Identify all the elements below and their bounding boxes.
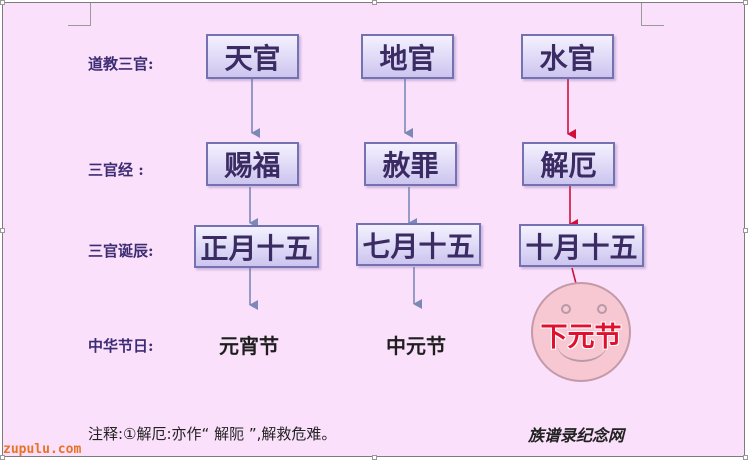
source-label: 族谱录纪念网	[528, 426, 625, 445]
box-tianguan: 天官	[206, 34, 299, 79]
resize-handle-top-left[interactable]	[0, 0, 5, 5]
box-shuiguan: 水官	[521, 34, 614, 79]
box-cifu: 赐福	[206, 142, 299, 186]
box-zhengyue-shiwu: 正月十五	[194, 225, 319, 268]
left-eye	[561, 304, 571, 314]
resize-handle-middle-right[interactable]	[743, 228, 748, 233]
festival-xiayuan: 下元节	[540, 322, 622, 353]
smiley-face-highlight: 下元节	[531, 282, 631, 382]
box-shiyue-shiwu: 十月十五	[519, 224, 644, 267]
resize-handle-bottom-center[interactable]	[372, 455, 377, 460]
crop-mark-top-right	[641, 3, 664, 26]
resize-handle-bottom-right[interactable]	[743, 455, 748, 460]
box-shezui: 赦罪	[364, 142, 457, 186]
resize-handle-top-right[interactable]	[743, 0, 748, 5]
festival-zhongyuan: 中元节	[386, 334, 446, 358]
resize-handle-middle-left[interactable]	[0, 228, 5, 233]
crop-mark-top-left	[68, 3, 91, 26]
right-eye	[597, 304, 607, 314]
row-label-birthdays: 三官诞辰:	[88, 242, 154, 260]
box-jiee: 解厄	[522, 142, 615, 186]
box-diguan: 地官	[361, 34, 454, 79]
row-label-officials: 道教三官:	[88, 55, 154, 73]
smile-mouth	[557, 326, 607, 362]
watermark: zupulu.com	[3, 442, 82, 457]
festival-yuanxiao: 元宵节	[219, 334, 279, 358]
resize-handle-top-center[interactable]	[372, 0, 377, 5]
row-label-scriptures: 三官经 :	[88, 161, 144, 179]
footnote: 注释:①解厄:亦作“ 解阨 ”,解救危难。	[88, 425, 337, 443]
box-qiyue-shiwu: 七月十五	[356, 223, 481, 266]
resize-handle-bottom-left[interactable]	[0, 455, 5, 460]
row-label-festivals: 中华节日:	[88, 337, 154, 355]
